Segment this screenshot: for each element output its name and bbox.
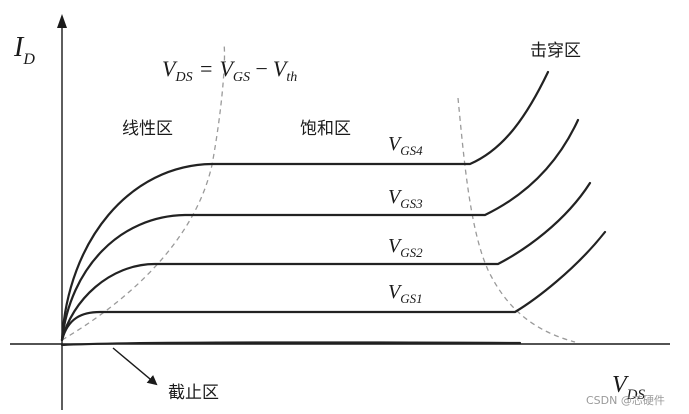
boundary-equation: VDS=VGS−Vth <box>162 56 297 85</box>
y-axis-label: ID <box>13 32 35 68</box>
region-linear-label: 线性区 <box>122 119 173 139</box>
region-cutoff-label: 截止区 <box>168 383 219 403</box>
watermark: CSDN @芯硬件 <box>586 393 665 407</box>
curve-vgs2 <box>60 181 592 342</box>
x-axis-label: VDS <box>612 372 646 403</box>
cutoff-arrow <box>112 347 158 386</box>
curve-label-vgs1: VGS1 <box>388 281 423 306</box>
saturation-boundary-dashed <box>61 43 226 341</box>
cutoff-curve <box>60 341 522 347</box>
region-breakdown-label: 击穿区 <box>530 41 581 61</box>
curve-label-vgs2: VGS2 <box>388 235 423 260</box>
breakdown-boundary-dashed <box>457 97 576 343</box>
curve-vgs4 <box>60 70 550 342</box>
y-axis-arrow-icon <box>57 14 67 28</box>
curve-vgs1 <box>60 230 607 342</box>
curve-label-vgs4: VGS4 <box>388 133 423 158</box>
curve-label-vgs3: VGS3 <box>388 186 423 211</box>
curve-vgs3 <box>60 118 580 342</box>
region-saturation-label: 饱和区 <box>300 119 351 139</box>
